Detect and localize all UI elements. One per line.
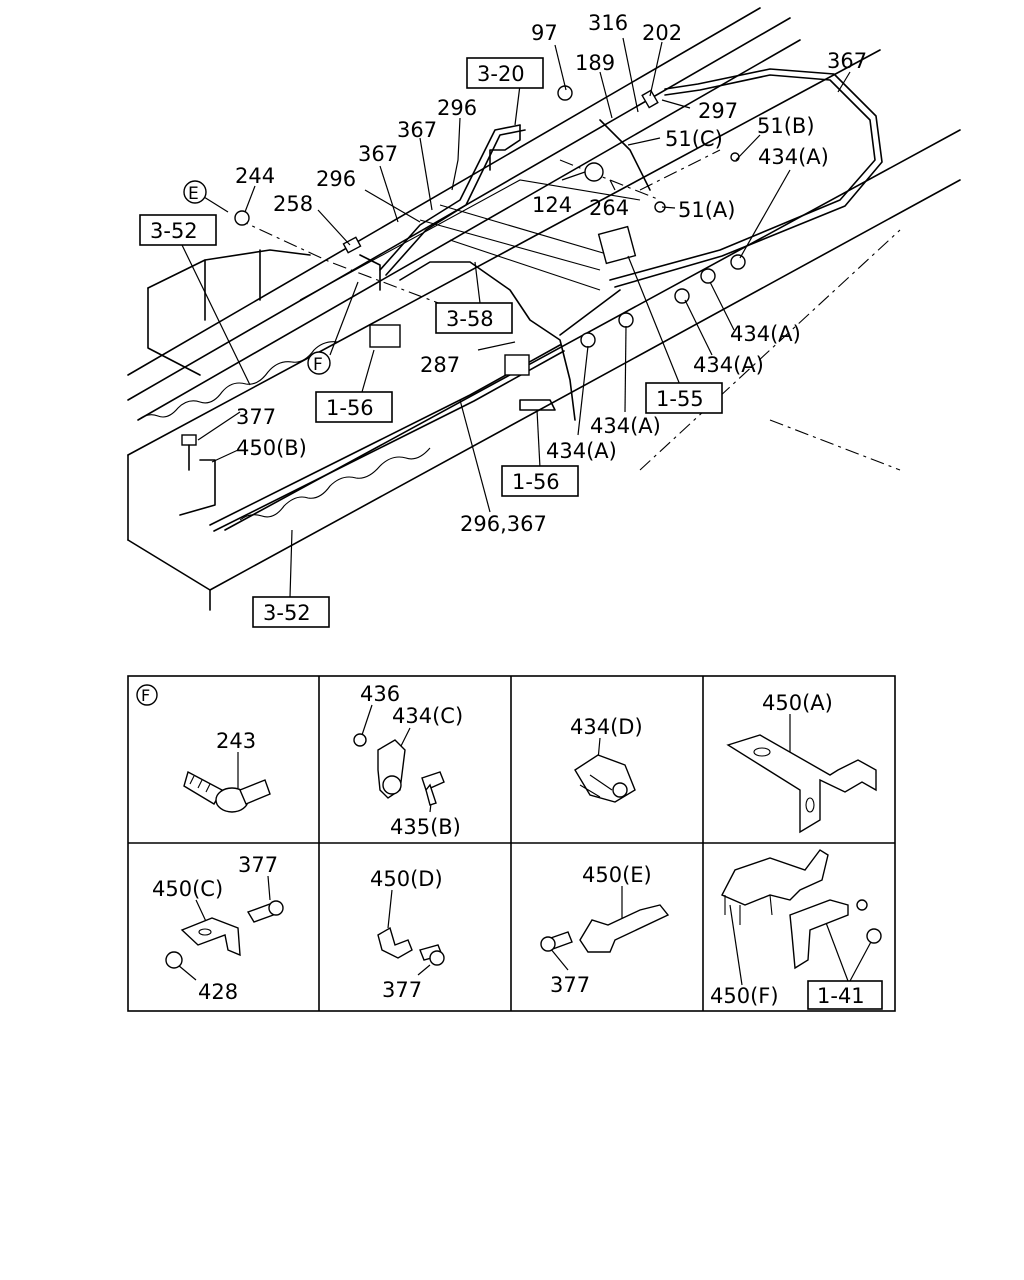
label-51b: 51(B)	[757, 114, 815, 138]
svg-text:1-56: 1-56	[512, 470, 560, 494]
callout-e: E	[183, 180, 207, 204]
label-434a-1: 434(A)	[730, 322, 801, 346]
label-377-c: 377	[238, 853, 278, 877]
panel-450c: 377 450(C) 428	[152, 853, 284, 1004]
label-124: 124	[532, 193, 572, 217]
panel-450f: 450(F) 1-41	[710, 849, 883, 1010]
label-258: 258	[273, 192, 313, 216]
svg-text:3-52: 3-52	[263, 601, 311, 625]
svg-text:F: F	[313, 355, 323, 375]
label-51a: 51(A)	[678, 198, 735, 222]
svg-text:E: E	[188, 184, 199, 204]
label-97: 97	[531, 21, 558, 45]
label-377-e: 377	[550, 973, 590, 997]
ref-box-1-56-left: 1-56	[315, 391, 393, 423]
panel-450d: 450(D) 377	[370, 867, 445, 1002]
chassis-frame	[127, 7, 961, 611]
panel-450e: 450(E) 377	[540, 863, 670, 997]
ref-box-3-52-bottom: 3-52	[252, 596, 330, 628]
ref-box-1-55: 1-55	[645, 382, 723, 414]
ref-box-3-58: 3-58	[435, 302, 513, 334]
label-316: 316	[588, 11, 628, 35]
label-450b: 450(B)	[236, 436, 307, 460]
label-202: 202	[642, 21, 682, 45]
label-436: 436	[360, 682, 400, 706]
label-434a-4: 434(A)	[546, 439, 617, 463]
panel-434c: 436 434(C) 435(B)	[353, 682, 463, 839]
label-189: 189	[575, 51, 615, 75]
label-450c: 450(C)	[152, 877, 223, 901]
ref-box-3-20: 3-20	[466, 57, 544, 89]
label-367-top: 367	[827, 49, 867, 73]
ref-box-1-41: 1-41	[807, 980, 883, 1010]
ref-box-1-56-right: 1-56	[501, 465, 579, 497]
svg-text:F: F	[141, 686, 150, 705]
label-450a: 450(A)	[762, 691, 833, 715]
panel-434d: 434(D)	[570, 715, 643, 803]
label-434d: 434(D)	[570, 715, 643, 739]
svg-text:3-20: 3-20	[477, 62, 525, 86]
label-367-left: 367	[358, 142, 398, 166]
label-287: 287	[420, 353, 460, 377]
label-244: 244	[235, 164, 275, 188]
ref-box-3-52-top: 3-52	[139, 214, 217, 246]
svg-text:3-58: 3-58	[446, 307, 494, 331]
part-labels: 97 316 202 189 367 297 51(C) 51(B) 434(A…	[235, 11, 867, 536]
label-243: 243	[216, 729, 256, 753]
label-450d: 450(D)	[370, 867, 443, 891]
label-435b: 435(B)	[390, 815, 461, 839]
label-296-left: 296	[316, 167, 356, 191]
label-264: 264	[589, 196, 629, 220]
label-434c: 434(C)	[392, 704, 463, 728]
label-428: 428	[198, 980, 238, 1004]
label-450f: 450(F)	[710, 984, 779, 1008]
callout-f: F	[307, 351, 331, 375]
label-377-d: 377	[382, 978, 422, 1002]
label-296-367: 296,367	[460, 512, 547, 536]
label-367-mid: 367	[397, 118, 437, 142]
svg-text:1-55: 1-55	[656, 387, 704, 411]
label-450e: 450(E)	[582, 863, 652, 887]
detail-grid	[127, 675, 896, 1012]
label-297: 297	[698, 99, 738, 123]
svg-text:1-41: 1-41	[817, 984, 865, 1008]
label-434a-2: 434(A)	[693, 353, 764, 377]
part-243	[183, 770, 271, 813]
label-377: 377	[236, 405, 276, 429]
reference-boxes: 3-20 3-52 3-58 1-56 1-55 1-56 3-52	[139, 57, 723, 628]
svg-text:3-52: 3-52	[150, 219, 198, 243]
label-434a-3: 434(A)	[590, 414, 661, 438]
panel-450a: 450(A)	[726, 691, 877, 834]
svg-text:1-56: 1-56	[326, 396, 374, 420]
panel-f-243: F 243	[136, 684, 271, 813]
label-51c: 51(C)	[665, 127, 723, 151]
leader-lines	[181, 37, 851, 598]
label-296-top: 296	[437, 96, 477, 120]
label-434a-top: 434(A)	[758, 145, 829, 169]
